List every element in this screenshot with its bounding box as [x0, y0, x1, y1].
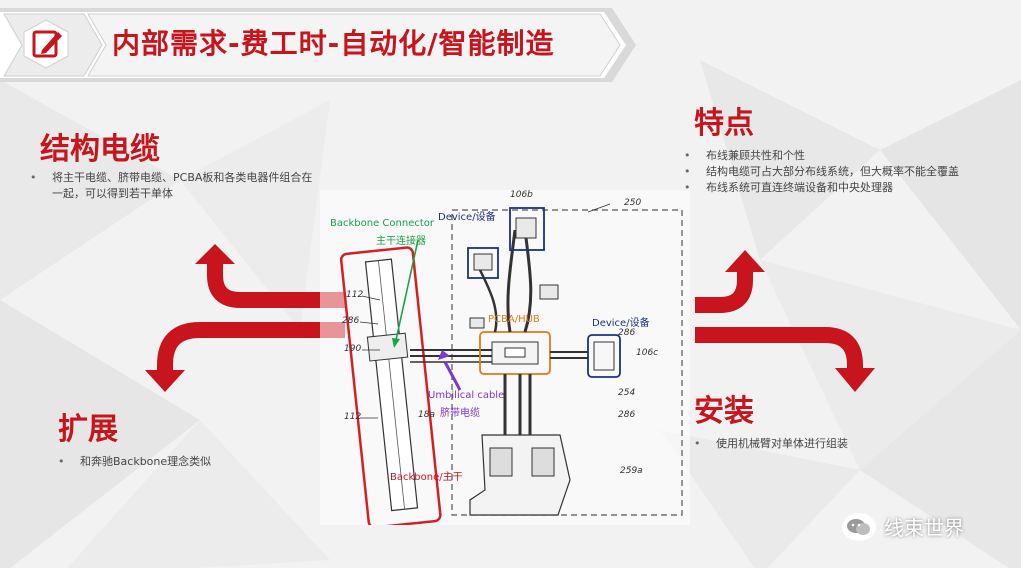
ref-259a: 259a: [620, 466, 643, 476]
list-item: 将主干电缆、脐带电缆、PCBA板和各类电器件组合在一起，可以得到若干单体: [30, 170, 315, 202]
expansion-bullets: 和奔驰Backbone理念类似: [58, 454, 308, 470]
list-item: 布线兼顾共性和个性: [684, 148, 1004, 164]
label-umbilical-cn: 脐带电缆: [440, 408, 480, 419]
label-umbilical-en: Umbilical cable: [428, 390, 505, 401]
label-backbone: Backbone/主干: [390, 472, 463, 483]
list-item: 结构电缆可占大部分布线系统，但大概率不能全覆盖: [684, 164, 1004, 180]
edit-badge: [20, 18, 72, 70]
install-bullets: 使用机械臂对单体进行组装: [694, 436, 994, 452]
list-item: 和奔驰Backbone理念类似: [58, 454, 308, 470]
ref-190: 190: [344, 344, 362, 354]
label-pcba-hub: PCBA/HUB: [488, 314, 540, 325]
heading-expansion: 扩展: [58, 412, 118, 447]
features-bullets: 布线兼顾共性和个性 结构电缆可占大部分布线系统，但大概率不能全覆盖 布线系统可直…: [684, 148, 1004, 196]
list-item: 使用机械臂对单体进行组装: [694, 436, 994, 452]
structure-bullets: 将主干电缆、脐带电缆、PCBA板和各类电器件组合在一起，可以得到若干单体: [30, 170, 315, 202]
label-backbone-connector-en: Backbone Connector: [330, 218, 434, 229]
ref-112-bottom: 112: [344, 412, 362, 422]
ref-106c: 106c: [636, 348, 659, 358]
ref-286-lower: 286: [618, 410, 636, 420]
ref-286-right: 286: [618, 328, 636, 338]
structure-cable-figure: Backbone Connector 主干连接器 Device/设备 Devic…: [320, 190, 690, 525]
edit-icon: [23, 19, 69, 69]
ref-106b: 106b: [510, 190, 533, 200]
heading-install: 安装: [694, 394, 754, 429]
cable-diagram: [320, 190, 690, 525]
label-device-top: Device/设备: [438, 212, 496, 223]
label-backbone-connector-cn: 主干连接器: [376, 236, 426, 247]
page-title: 内部需求-费工时-自动化/智能制造: [112, 27, 555, 60]
title-banner: [0, 8, 636, 82]
ref-254: 254: [618, 388, 636, 398]
wechat-icon: [842, 512, 876, 541]
list-item: 布线系统可直连终端设备和中央处理器: [684, 180, 1004, 196]
ref-112-top: 112: [346, 290, 364, 300]
heading-features: 特点: [694, 106, 754, 141]
ref-286-left: 286: [342, 316, 360, 326]
label-device-right: Device/设备: [592, 318, 650, 329]
ref-250: 250: [624, 198, 642, 208]
watermark-text: 线束世界: [884, 516, 964, 540]
watermark: 线束世界: [842, 512, 964, 541]
ref-18a: 18a: [418, 410, 435, 420]
heading-structure-cable: 结构电缆: [40, 132, 160, 167]
